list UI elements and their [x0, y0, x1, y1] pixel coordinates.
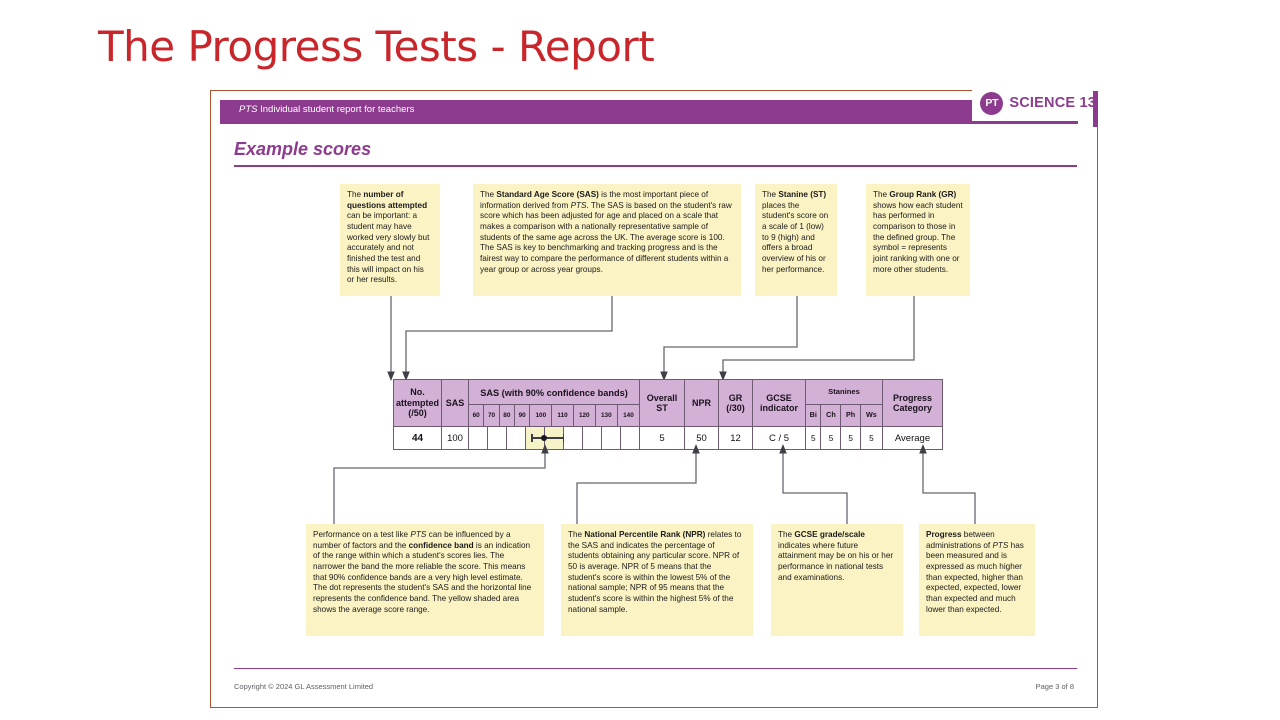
report-header-band: PTS Individual student report for teache… [220, 100, 1078, 124]
note-confidence-band: Performance on a test like PTS can be in… [306, 524, 544, 636]
scale-tick: 90 [513, 404, 531, 427]
cell-npr: 50 [684, 426, 719, 450]
scale-tick: 60 [467, 404, 485, 427]
scale-tick: 140 [616, 404, 641, 427]
brand-name: SCIENCE 13 [1009, 95, 1096, 111]
connector-stanine [651, 296, 811, 382]
footer-page-number: Page 3 of 8 [1035, 682, 1074, 691]
report-header-label-rest: Individual student report for teachers [257, 104, 415, 115]
note-questions-attempted: The number of questions attempted can be… [340, 184, 440, 296]
th-stanine-ws: Ws [859, 404, 884, 427]
cell-gcse-indicator: C / 5 [752, 426, 806, 450]
cell-progress-category: Average [882, 426, 943, 450]
th-progress-category: Progress Category [882, 379, 943, 427]
report-header-label-pts: PTS [239, 104, 258, 115]
connector-standard-age-score [391, 296, 621, 382]
confidence-interval-cap-high [562, 434, 564, 442]
cell-stanine-ph: 5 [840, 426, 861, 450]
brand-logo: PT SCIENCE 13 [972, 85, 1102, 121]
section-title: Example scores [234, 139, 372, 159]
confidence-band-plot [469, 427, 639, 449]
note-group-rank: The Group Rank (GR) shows how each stude… [866, 184, 970, 296]
footer-rule [234, 667, 1077, 669]
scale-tick: 100 [529, 404, 553, 427]
report-header-label: PTS Individual student report for teache… [239, 104, 414, 115]
connector-group-rank [709, 296, 924, 382]
footer-copyright: Copyright © 2024 GL Assessment Limited [234, 682, 374, 691]
connector-gcse-grade [769, 444, 859, 524]
cell-gr: 12 [718, 426, 753, 450]
th-gcse-indicator: GCSE indicator [752, 379, 806, 427]
connector-questions-attempted [331, 296, 411, 382]
cell-sas: 100 [441, 426, 469, 450]
page-title: The Progress Tests - Report [98, 22, 655, 71]
report-page: PTS Individual student report for teache… [210, 85, 1102, 708]
th-overall-st: Overall ST [639, 379, 685, 427]
pt-badge-icon: PT [980, 91, 1004, 115]
scale-tick: 120 [572, 404, 596, 427]
cell-stanine-bi: 5 [804, 426, 822, 450]
th-stanine-bi: Bi [804, 404, 822, 427]
th-no-attempted: No. attempted (/50) [393, 379, 442, 427]
note-stanine: The Stanine (ST) places the student's sc… [755, 184, 837, 296]
brand-edge-bar [1093, 91, 1098, 127]
note-national-percentile-rank: The National Percentile Rank (NPR) relat… [561, 524, 753, 636]
scale-tick: 110 [551, 404, 574, 427]
th-sas: SAS [441, 379, 469, 427]
section-rule [234, 165, 1077, 167]
th-gr: GR (/30) [718, 379, 753, 427]
th-npr: NPR [684, 379, 719, 427]
sas-score-dot [541, 435, 548, 441]
note-gcse-grade: The GCSE grade/scale indicates where fut… [771, 524, 903, 636]
note-standard-age-score: The Standard Age Score (SAS) is the most… [473, 184, 741, 296]
cell-stanine-ws: 5 [859, 426, 884, 450]
connector-national-percentile-rank [563, 444, 705, 524]
confidence-interval-cap-low [531, 434, 533, 442]
scale-tick: 70 [483, 404, 500, 427]
table-subheader-row: 60 70 80 90 100 110 120 130 140 Bi Ch Ph… [394, 404, 943, 427]
cell-no-attempted: 44 [393, 426, 442, 450]
th-stanine-ph: Ph [840, 404, 861, 427]
th-sas-scale: SAS (with 90% confidence bands) [468, 378, 640, 406]
cell-overall-st: 5 [639, 426, 685, 450]
table-row: 44 100 5 [393, 426, 943, 450]
th-stanine-ch: Ch [820, 404, 842, 427]
note-progress: Progress between administrations of PTS … [919, 524, 1035, 636]
connector-confidence-band [319, 444, 549, 524]
cell-confidence-band-chart [468, 426, 640, 450]
scale-tick: 130 [594, 404, 618, 427]
connector-progress [909, 444, 989, 524]
scale-tick: 80 [498, 404, 515, 427]
table-header-row: No. attempted (/50) SAS SAS (with 90% co… [393, 378, 943, 427]
th-stanines: Stanines [805, 378, 883, 406]
score-table: No. attempted (/50) SAS SAS (with 90% co… [393, 378, 943, 450]
